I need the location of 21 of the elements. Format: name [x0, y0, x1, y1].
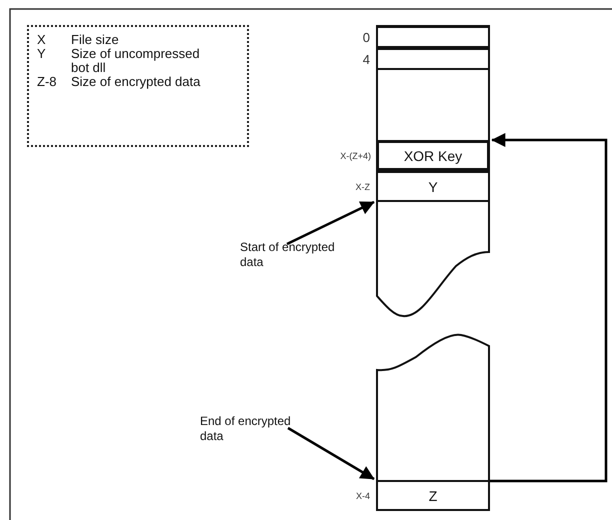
connector-arrow [490, 133, 608, 482]
cell-label: XOR Key [404, 148, 462, 164]
annotation-text: End of encrypted data [200, 414, 300, 446]
legend-description: File size [71, 33, 120, 47]
offset-label: 0 [362, 30, 370, 44]
legend-box [27, 25, 249, 147]
legend-description: Size of encrypted data [71, 75, 202, 89]
legend-symbol: Y [37, 47, 47, 63]
cell-label: Z [428, 488, 438, 504]
memory-column [376, 333, 490, 482]
leader-arrow [286, 200, 375, 246]
offset-label: X-4 [356, 490, 370, 500]
legend-symbol: X [37, 33, 47, 47]
annotation-text: Start of encrypted data [240, 240, 335, 272]
offset-label: X-(Z+4) [340, 150, 371, 160]
legend-description: Size of uncompressed bot dll [71, 47, 201, 75]
cell-label: Y [428, 178, 438, 194]
leader-arrow [287, 426, 375, 480]
offset-label: 4 [362, 52, 370, 66]
offset-label: X-Z [356, 182, 370, 192]
legend-symbol: Z-8 [37, 75, 58, 89]
